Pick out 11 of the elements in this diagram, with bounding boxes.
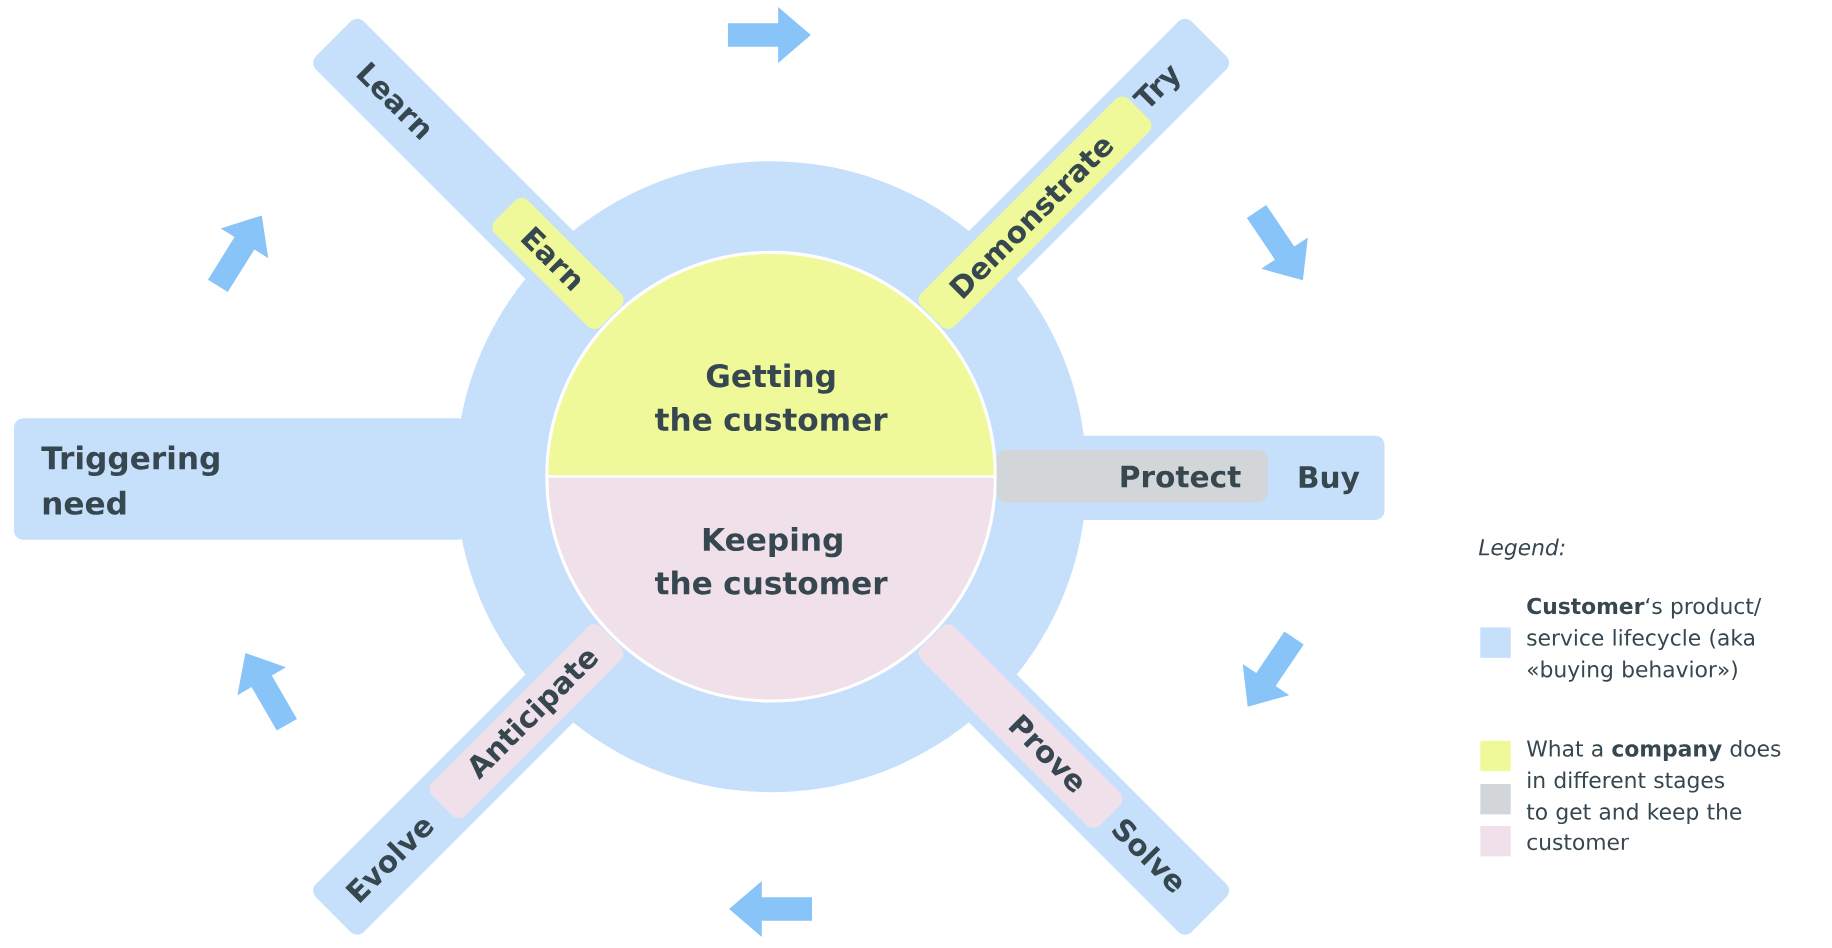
- legend-text: to get and keep the: [1526, 803, 1742, 825]
- arm-band: Triggering need: [14, 418, 468, 540]
- stage-band: Protect: [996, 450, 1268, 503]
- legend-text: customer: [1527, 834, 1629, 851]
- legend-text: in different stages: [1528, 771, 1725, 793]
- node-label: Buy: [1299, 466, 1360, 495]
- node-label: Triggering need: [41, 445, 219, 516]
- arm-band: Buy: [1261, 436, 1385, 521]
- legend-text: Customer‘s product/ service lifecycle (aka «buying behavior»): [1527, 597, 1762, 682]
- legend-heading: Legend:: [1478, 538, 1565, 560]
- legend-text: What a company does: [1526, 740, 1781, 762]
